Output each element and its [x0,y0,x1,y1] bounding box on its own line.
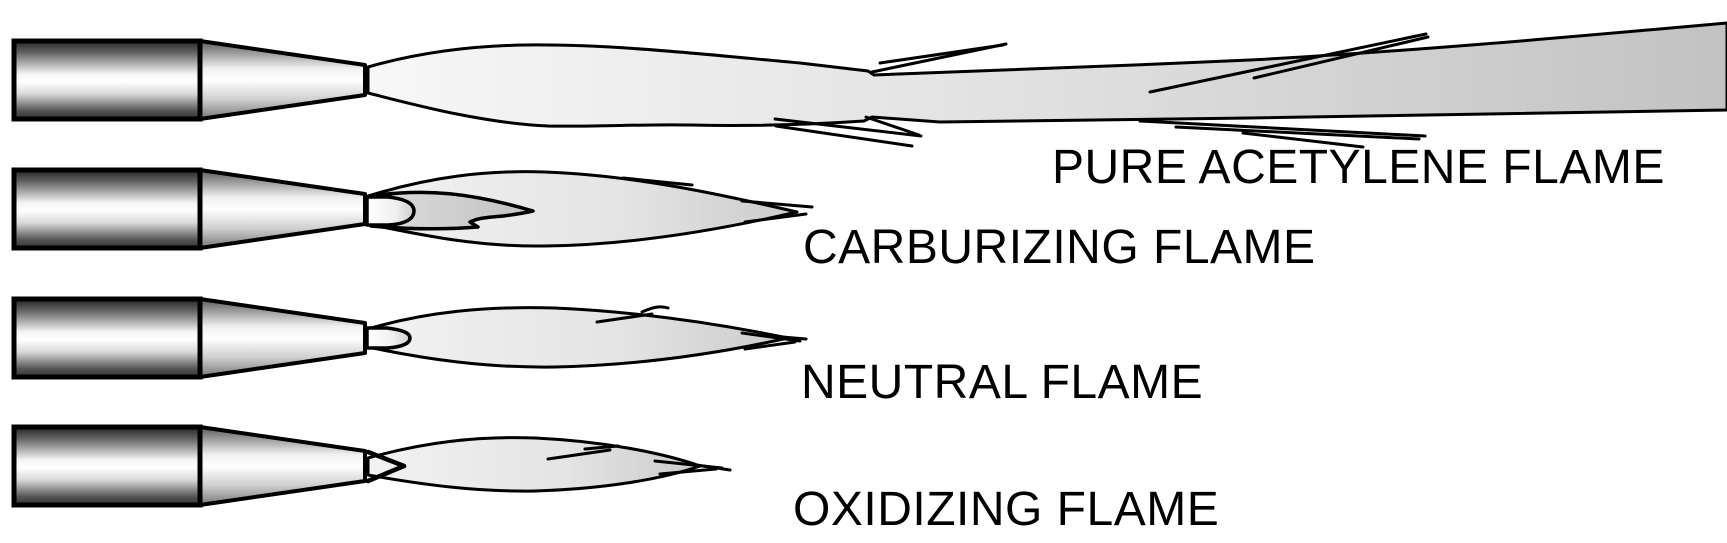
torch-barrel [11,424,203,508]
oxidizing-row [11,424,732,508]
neutral-flame-label: NEUTRAL FLAME [801,356,1204,409]
torch-cone [198,39,367,121]
oxidizing-flame-label: OXIDIZING FLAME [793,483,1220,536]
pure-acetylene-flame-body [366,21,1727,128]
torch-cone [198,168,367,250]
neutral-row [11,296,808,380]
inner-cone [365,195,416,227]
flame-wisps [621,176,814,224]
flame-wisps [773,32,1430,149]
oxidizing-outer-envelope [366,436,702,493]
torch-cone [198,425,367,507]
torch-barrel [11,167,203,251]
carburizing-row [11,167,814,251]
carburizing-flame-label: CARBURIZING FLAME [803,221,1316,274]
flame-wisps [546,444,732,476]
neutral-outer-envelope [366,306,790,369]
torch-barrel [11,296,203,380]
torch-barrel [11,38,203,122]
inner-cone [365,449,407,484]
pure-acetylene-row [11,21,1727,149]
pure-acetylene-flame-label: PURE ACETYLENE FLAME [1052,141,1665,194]
torch-cone [198,297,367,379]
flame-wisps [595,305,808,351]
inner-cone [365,326,412,350]
